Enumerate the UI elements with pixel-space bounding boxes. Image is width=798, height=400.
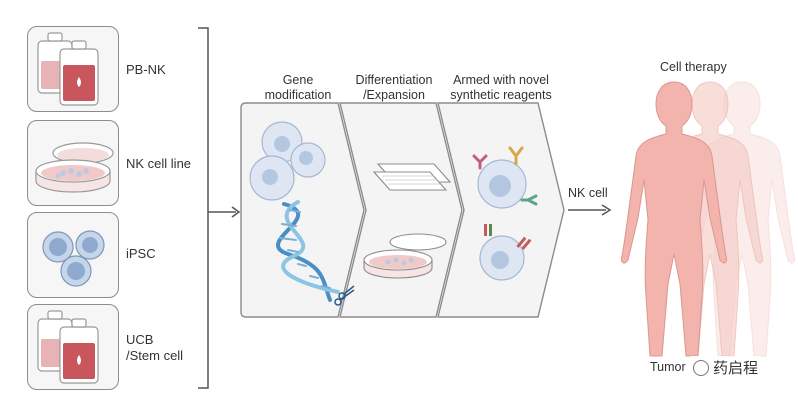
source-box-ipsc — [27, 212, 119, 298]
watermark-text: 药启程 — [713, 360, 759, 377]
source-box-ucb-stem-cell — [27, 304, 119, 390]
petri-dish-icon — [363, 233, 447, 279]
source-label-nk-cell-line: NK cell line — [126, 156, 192, 171]
petri-dish-icon — [35, 142, 114, 193]
tumor-label: Tumor — [650, 360, 686, 374]
sources-bracket — [198, 27, 241, 389]
source-box-pb-nk — [27, 26, 119, 112]
step-chevron-gene — [240, 102, 365, 318]
watermark: 药启程 — [690, 356, 762, 379]
nk-cell-icon — [479, 224, 532, 281]
source-label-ucb-stem-cell: UCB /Stem cell — [126, 332, 184, 363]
step-chevron-armed — [437, 102, 565, 318]
blood-bag-icon — [37, 310, 99, 384]
scissors-icon — [334, 285, 355, 306]
step-label-differentiation: Differentiation /Expansion — [355, 73, 433, 102]
nk-cell-label: NK cell — [568, 186, 608, 200]
blood-bag-icon — [37, 32, 99, 106]
source-box-nk-cell-line — [27, 120, 119, 206]
step-label-gene-modification: Gene modification — [264, 73, 332, 102]
culture-plate-icon — [372, 163, 452, 191]
nk-cell-arrow — [568, 204, 612, 216]
dna-icon — [276, 200, 340, 302]
stem-cells-icon — [42, 230, 105, 287]
wechat-icon — [693, 359, 709, 376]
human-body-icon — [620, 81, 796, 357]
source-label-pb-nk: PB-NK — [126, 62, 166, 77]
source-label-ipsc: iPSC — [126, 246, 156, 261]
step-label-armed: Armed with novel synthetic reagents — [450, 73, 552, 102]
cells-icon — [249, 121, 326, 201]
cell-therapy-label: Cell therapy — [660, 60, 727, 74]
pipeline-chevrons — [240, 102, 565, 318]
armed-nk-cell-icon — [472, 146, 538, 209]
